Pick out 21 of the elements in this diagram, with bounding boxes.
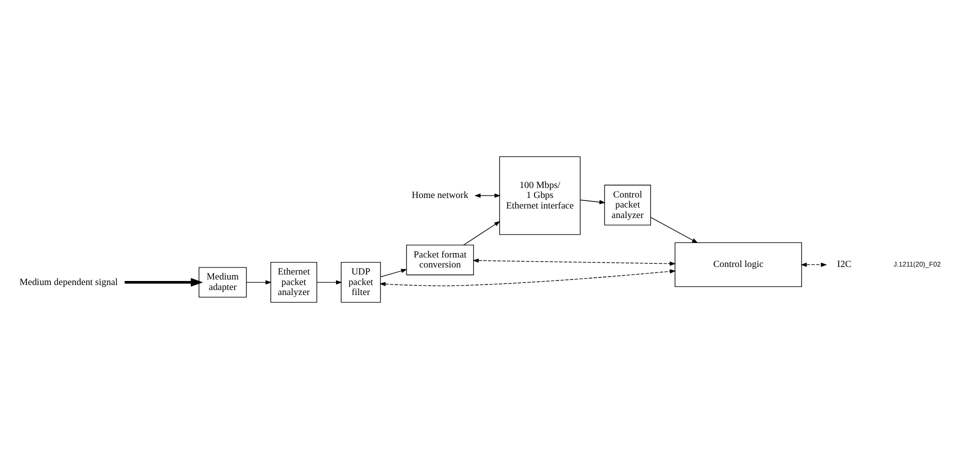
arrow (463, 221, 500, 246)
node-box: Ethernet packet analyzer (270, 262, 318, 303)
arrow (380, 268, 408, 278)
node-text: Medium dependent signal (19, 278, 118, 288)
arrow (650, 216, 698, 244)
node-box: Packet format conversion (406, 244, 474, 276)
arrow (472, 258, 676, 266)
node-text: Home network (412, 191, 468, 202)
arrow (124, 278, 204, 287)
node-box: Control packet analyzer (604, 184, 651, 226)
arrow (474, 194, 501, 198)
arrow (379, 269, 676, 286)
node-box: 100 Mbps/ 1 Gbps Ethernet interface (499, 156, 581, 235)
node-text: I2C (837, 260, 852, 270)
arrow (316, 280, 342, 284)
node-box: Control logic (674, 242, 802, 288)
node-box: UDP packet filter (340, 262, 381, 303)
arrow (580, 200, 606, 204)
arrow (800, 262, 827, 267)
arrow (246, 280, 272, 284)
node-box: Medium adapter (198, 267, 247, 298)
